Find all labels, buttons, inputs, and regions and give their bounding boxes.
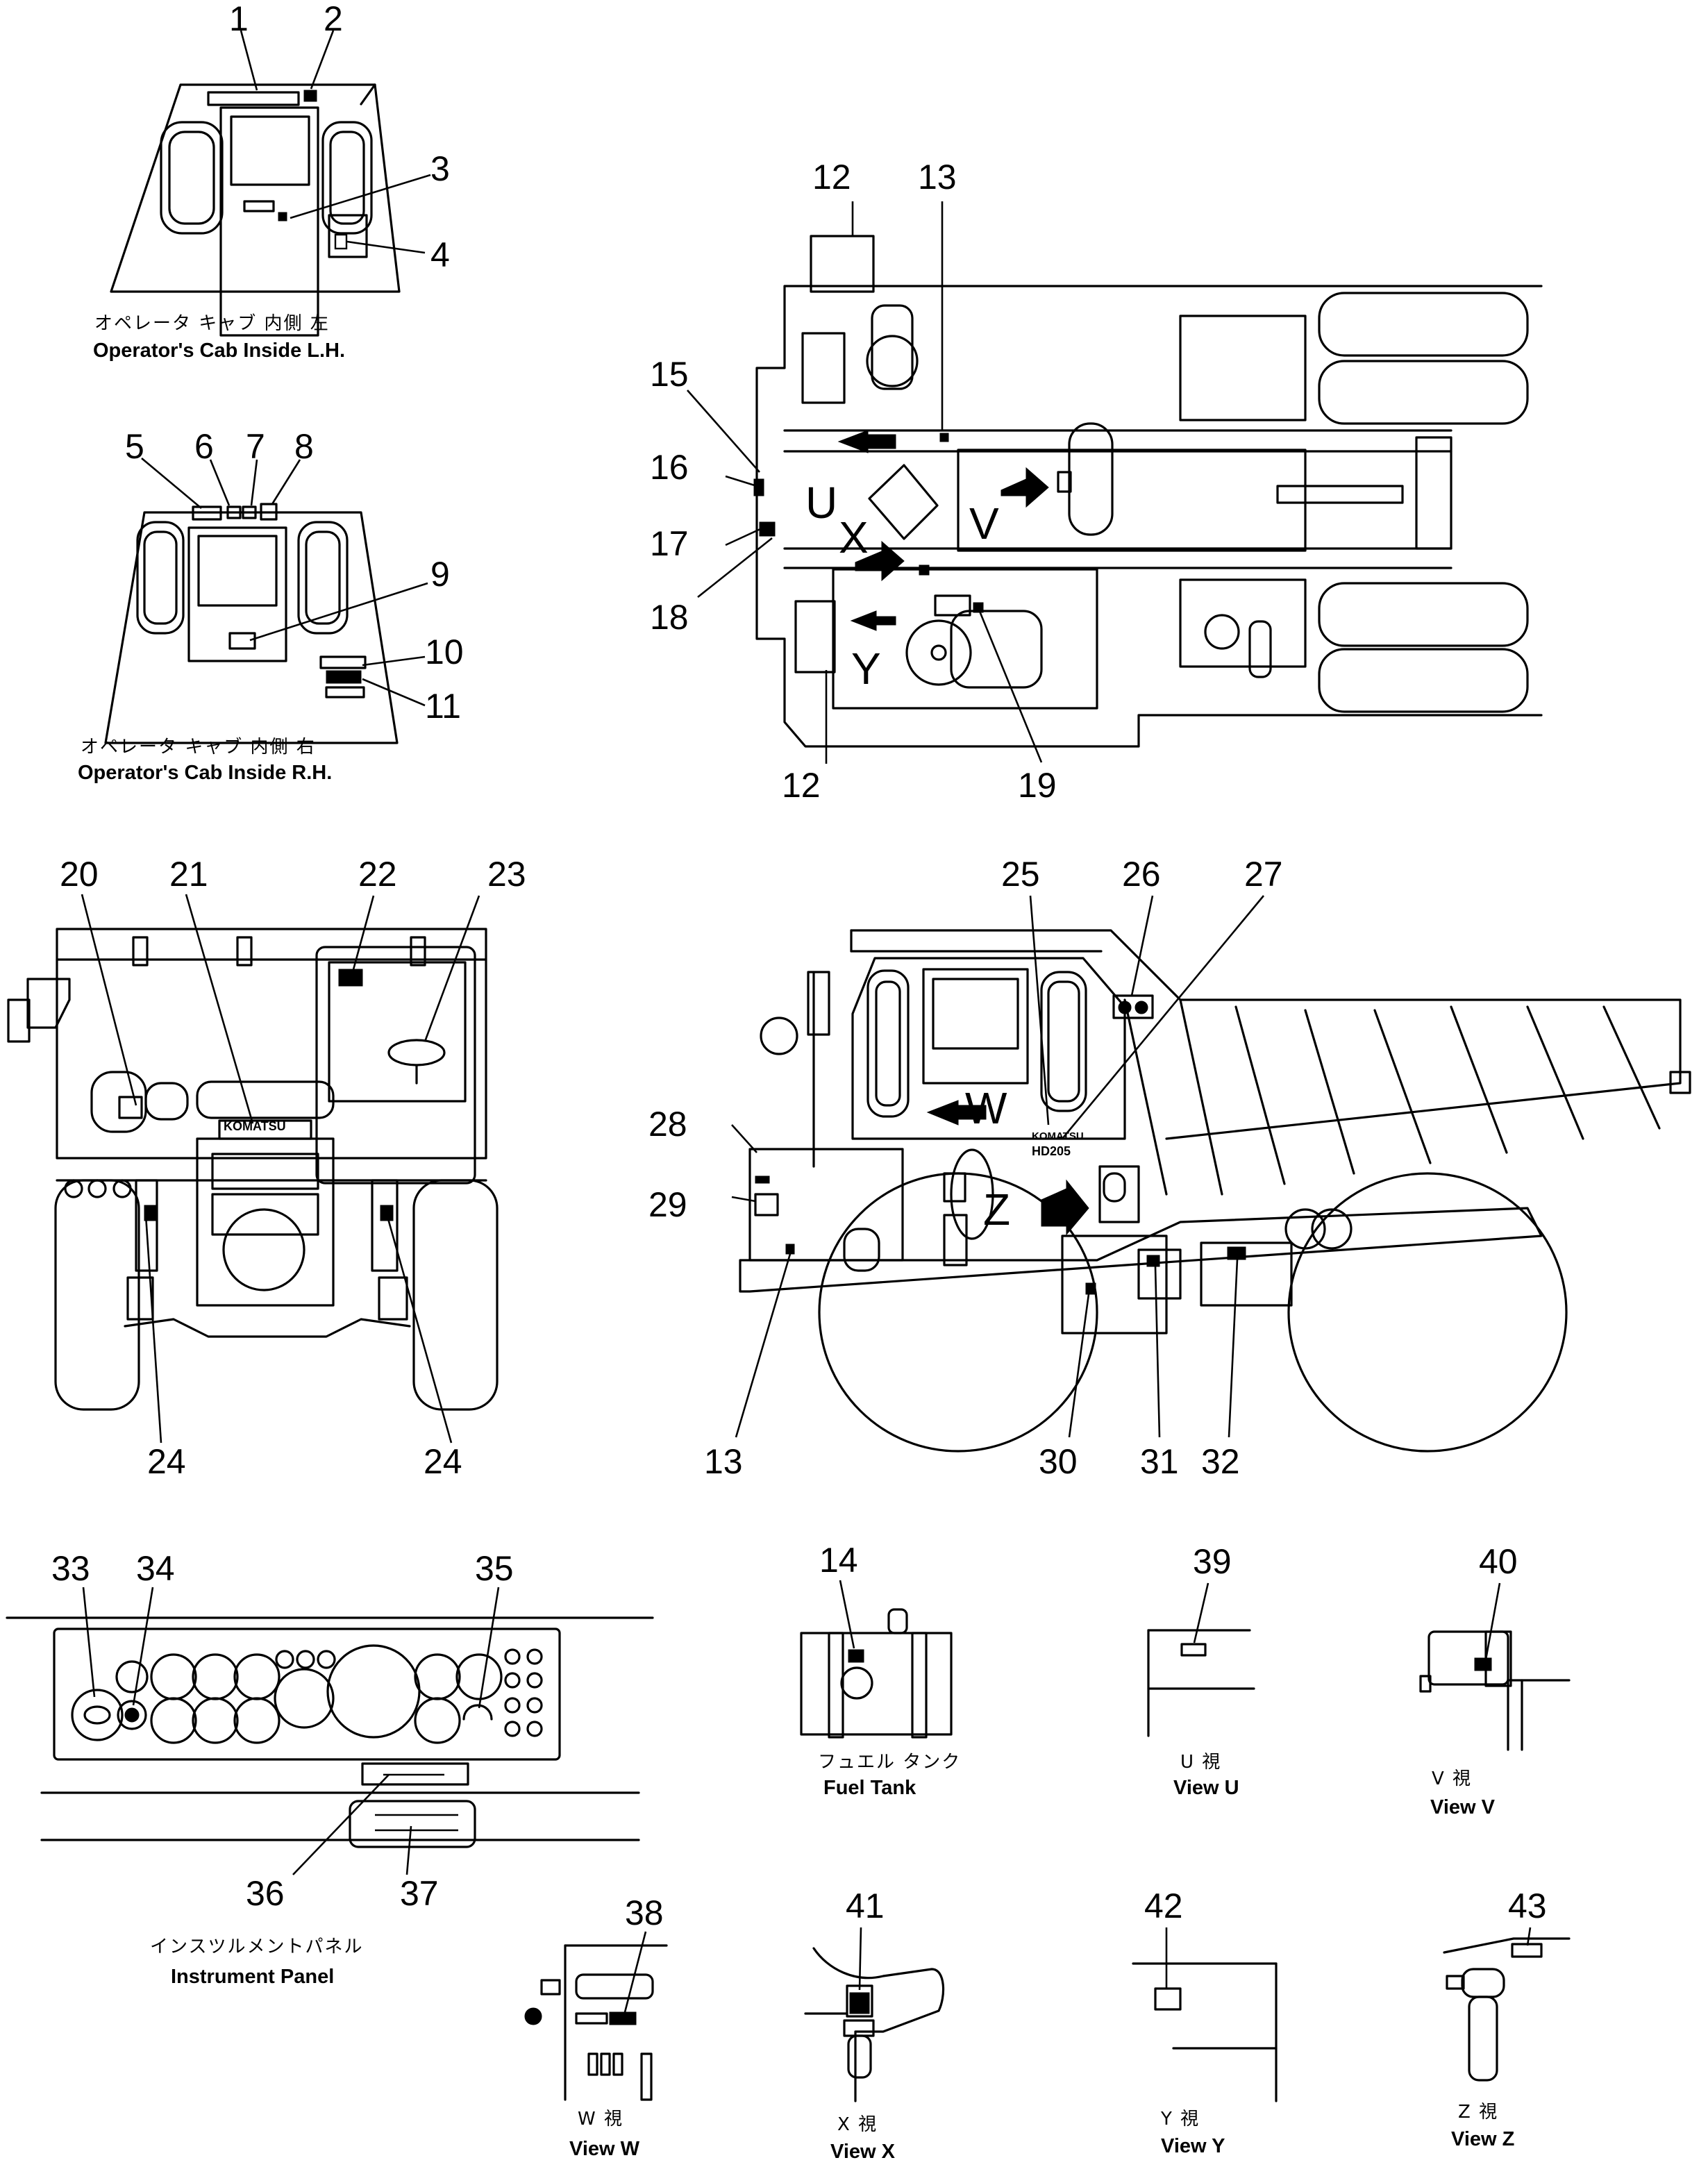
callout-35: 35 <box>475 1549 514 1588</box>
fuel-tank-view <box>800 1580 953 1739</box>
callout-32: 32 <box>1201 1442 1240 1481</box>
callout-9: 9 <box>430 555 450 594</box>
cab-inside-lh-view <box>110 30 431 337</box>
callout-13-side: 13 <box>704 1442 743 1481</box>
view-w-caption-jp: W 視 <box>578 2109 623 2130</box>
callout-5: 5 <box>125 427 144 466</box>
callout-10: 10 <box>425 633 464 671</box>
view-w-caption-en: View W <box>569 2138 640 2160</box>
callout-14: 14 <box>819 1541 858 1580</box>
cab-lh-caption-en: Operator's Cab Inside L.H. <box>93 340 345 362</box>
callout-4: 4 <box>430 235 450 274</box>
side-model-plate: HD205 <box>1032 1144 1071 1158</box>
callout-12-top: 12 <box>812 158 851 196</box>
callout-20: 20 <box>60 855 99 894</box>
cab-rh-caption-jp: オペレータ キャブ 内側 右 <box>81 737 316 758</box>
callout-25: 25 <box>1001 855 1040 894</box>
callout-43: 43 <box>1508 1886 1547 1925</box>
fuel-tank-caption-jp: フュエル タンク <box>818 1752 961 1773</box>
callout-30: 30 <box>1039 1442 1078 1481</box>
callout-38: 38 <box>625 1893 664 1932</box>
callout-23: 23 <box>487 855 526 894</box>
callout-15: 15 <box>650 355 689 394</box>
callout-22: 22 <box>358 855 397 894</box>
view-marker-v: V <box>969 499 999 549</box>
callout-6: 6 <box>194 427 214 466</box>
view-marker-x: X <box>839 512 869 562</box>
callout-31: 31 <box>1140 1442 1179 1481</box>
callout-34: 34 <box>136 1549 175 1588</box>
view-x-caption-en: View X <box>830 2141 896 2163</box>
callout-24-right: 24 <box>424 1442 462 1481</box>
cab-rh-caption-en: Operator's Cab Inside R.H. <box>78 762 332 784</box>
view-marker-u: U <box>805 478 837 528</box>
view-u-detail <box>1147 1582 1255 1737</box>
truck-side-view: KOMATSU HD205 <box>731 895 1691 1453</box>
callout-18: 18 <box>650 598 689 637</box>
view-marker-y: Y <box>851 644 881 694</box>
callout-2: 2 <box>324 0 343 38</box>
cab-inside-rh-view <box>104 458 428 744</box>
view-w-detail <box>524 1931 668 2101</box>
instrument-panel-caption-en: Instrument Panel <box>171 1966 334 1988</box>
view-u-caption-en: View U <box>1173 1777 1239 1799</box>
callout-29: 29 <box>648 1185 687 1224</box>
callout-42: 42 <box>1144 1886 1183 1925</box>
callout-19: 19 <box>1018 766 1057 805</box>
callout-7: 7 <box>246 427 265 466</box>
callout-21: 21 <box>169 855 208 894</box>
callout-12-bottom: 12 <box>782 766 821 805</box>
callout-36: 36 <box>246 1874 285 1913</box>
callout-33: 33 <box>51 1549 90 1588</box>
view-x-caption-jp: X 視 <box>837 2114 878 2135</box>
view-z-caption-jp: Z 視 <box>1458 2102 1498 2123</box>
callout-26: 26 <box>1122 855 1161 894</box>
callout-27: 27 <box>1244 855 1283 894</box>
callout-24-left: 24 <box>147 1442 186 1481</box>
view-marker-w: W <box>965 1083 1007 1133</box>
callout-41: 41 <box>846 1886 885 1925</box>
callout-17: 17 <box>650 524 689 563</box>
callout-3: 3 <box>430 149 450 188</box>
callout-11: 11 <box>425 687 461 726</box>
truck-top-view <box>687 201 1543 764</box>
view-z-detail <box>1443 1927 1571 2082</box>
fuel-tank-caption-en: Fuel Tank <box>823 1777 916 1799</box>
view-y-caption-jp: Y 視 <box>1160 2109 1200 2130</box>
view-z-caption-en: View Z <box>1451 2128 1514 2150</box>
callout-37: 37 <box>400 1874 439 1913</box>
callout-13-top: 13 <box>918 158 957 196</box>
view-u-caption-jp: U 視 <box>1180 1752 1221 1773</box>
truck-front-view <box>7 894 499 1444</box>
instrument-panel-view <box>6 1587 654 1875</box>
view-y-caption-en: View Y <box>1161 2135 1225 2157</box>
callout-1: 1 <box>229 0 249 38</box>
front-maker-plate: KOMATSU <box>224 1119 286 1133</box>
callout-8: 8 <box>294 427 314 466</box>
instrument-panel-caption-jp: インスツルメントパネル <box>150 1936 363 1957</box>
view-v-caption-jp: V 視 <box>1432 1768 1472 1789</box>
view-x-detail <box>804 1927 945 2102</box>
view-marker-z: Z <box>983 1185 1010 1235</box>
view-y-detail <box>1132 1927 1278 2102</box>
side-maker-plate: KOMATSU <box>1032 1130 1084 1142</box>
callout-28: 28 <box>648 1105 687 1144</box>
view-v-detail <box>1419 1582 1571 1751</box>
view-v-caption-en: View V <box>1430 1796 1496 1818</box>
callout-39: 39 <box>1193 1542 1232 1581</box>
cab-lh-caption-jp: オペレータ キャブ 内側 左 <box>94 313 330 334</box>
callout-40: 40 <box>1479 1542 1518 1581</box>
callout-16: 16 <box>650 448 689 487</box>
